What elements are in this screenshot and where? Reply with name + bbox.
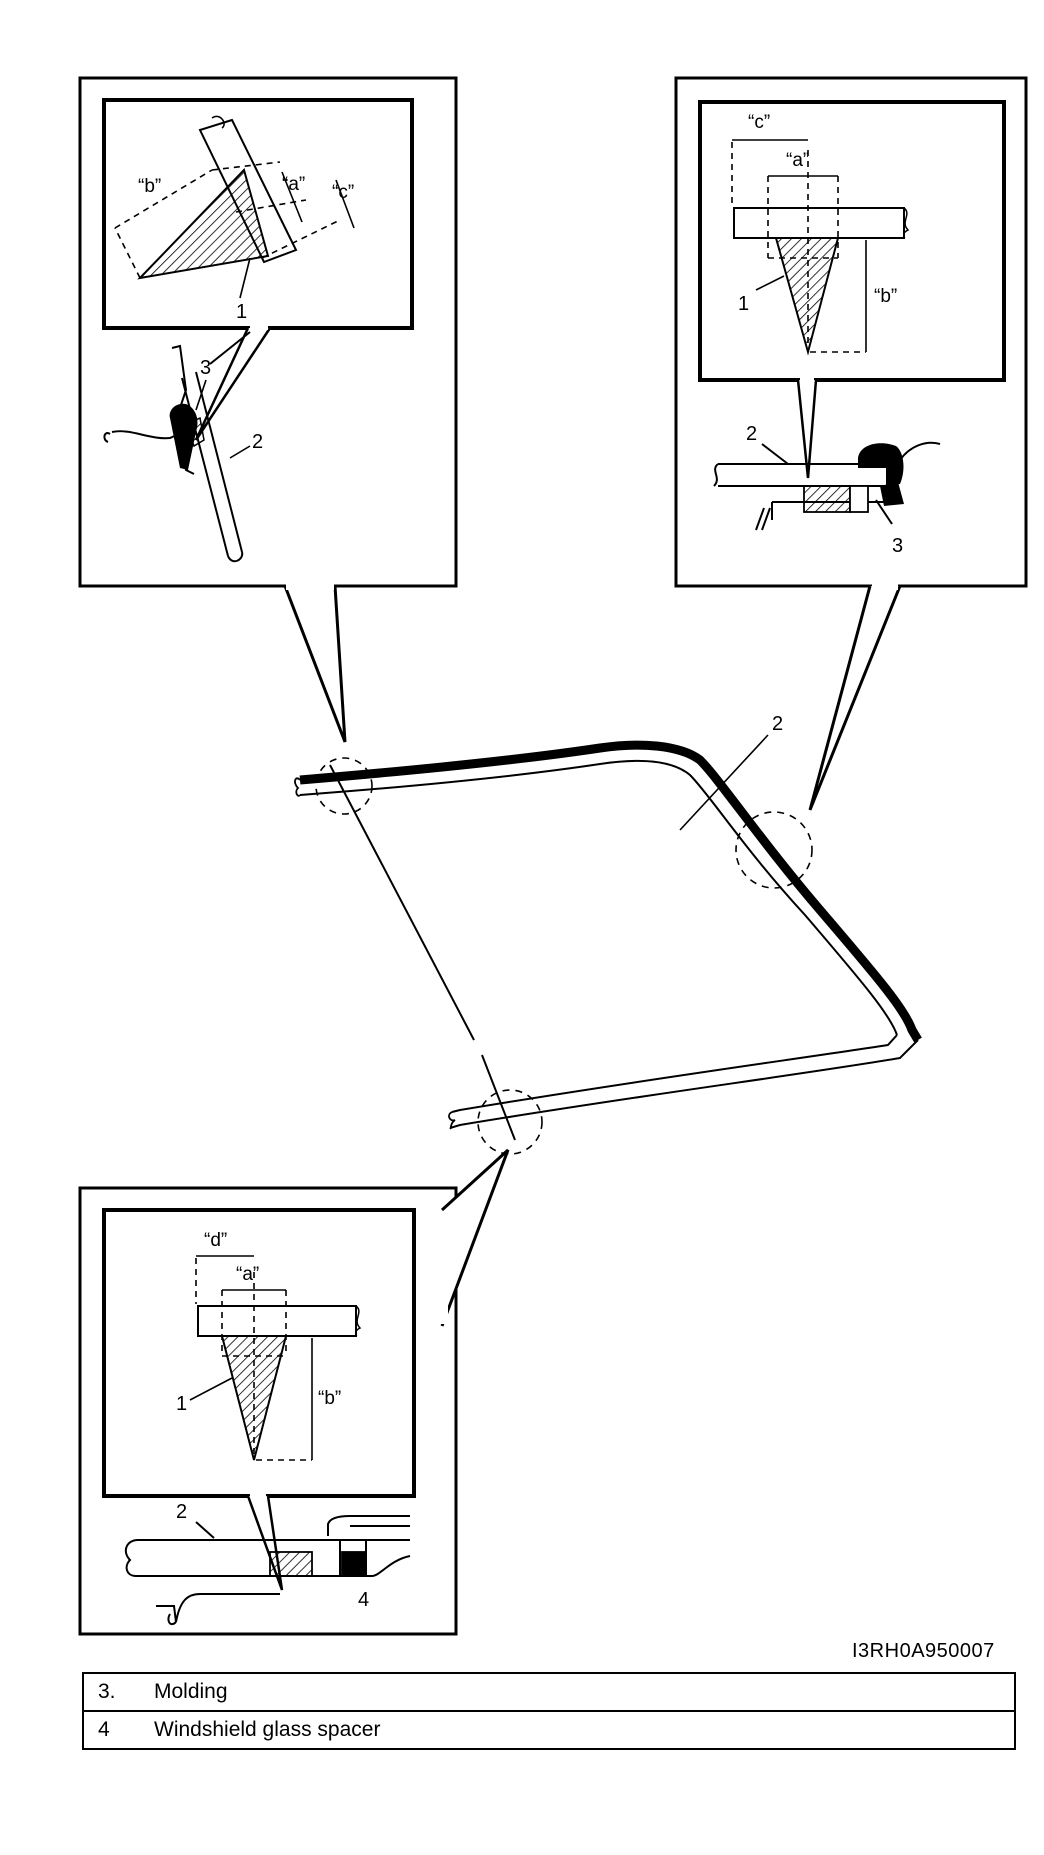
dim-b-top-right: “b”	[874, 286, 897, 307]
dim-a-bottom: “a”	[236, 1264, 259, 1285]
callout-circle-right	[735, 811, 813, 889]
dim-a-top-right: “a”	[786, 150, 809, 171]
detail-panel-top-right: “c” “a” “b” 1 2 3	[674, 76, 1028, 811]
legend-number: 4	[98, 1718, 110, 1741]
label-1-top-left: 1	[236, 301, 247, 323]
dim-a-top-left: “a”	[282, 174, 305, 195]
legend-cell: 3. Molding	[82, 1672, 1016, 1712]
windshield-glass	[294, 734, 922, 1141]
label-1-top-right: 1	[738, 293, 749, 315]
legend-row: 3. Molding	[82, 1672, 1016, 1712]
legend-row: 4 Windshield glass spacer	[82, 1710, 1016, 1750]
callout-circles	[315, 757, 813, 1155]
windshield-bottom-edge	[449, 1039, 919, 1129]
detail-panel-bottom: “d” “a” “b” 1 2 4	[78, 1148, 510, 1636]
dim-c-top-left: “c”	[332, 182, 354, 203]
legend-table: 3. Molding 4 Windshield glass spacer	[82, 1672, 1016, 1750]
callout-circle-top-left	[315, 757, 373, 815]
windshield-installation-diagram: 2 “b” “	[78, 76, 1028, 1636]
legend-text: Windshield glass spacer	[154, 1718, 381, 1741]
callout-circle-bottom	[477, 1089, 543, 1155]
windshield-glass-edge	[299, 759, 898, 1036]
figure-code: I3RH0A950007	[852, 1640, 995, 1662]
dim-d-bottom: “d”	[204, 1230, 227, 1251]
legend-text: Molding	[154, 1680, 228, 1703]
label-3-top-left: 3	[200, 357, 211, 379]
label-2-top-left: 2	[252, 431, 263, 453]
dim-b-top-left: “b”	[138, 176, 161, 197]
label-1-bottom: 1	[176, 1393, 187, 1415]
detail-panel-top-left: “b” “a” “c” 1 3 2	[78, 76, 458, 743]
label-2-bottom: 2	[176, 1501, 187, 1523]
legend-cell: 4 Windshield glass spacer	[82, 1710, 1016, 1750]
dim-c-top-right: “c”	[748, 112, 770, 133]
label-2-main: 2	[772, 713, 783, 735]
label-3-top-right: 3	[892, 535, 903, 557]
dim-b-bottom: “b”	[318, 1388, 341, 1409]
label-4-bottom: 4	[358, 1589, 369, 1611]
windshield-molding-outer	[299, 740, 922, 1043]
label-2-top-right: 2	[746, 423, 757, 445]
legend-number: 3.	[98, 1680, 116, 1703]
